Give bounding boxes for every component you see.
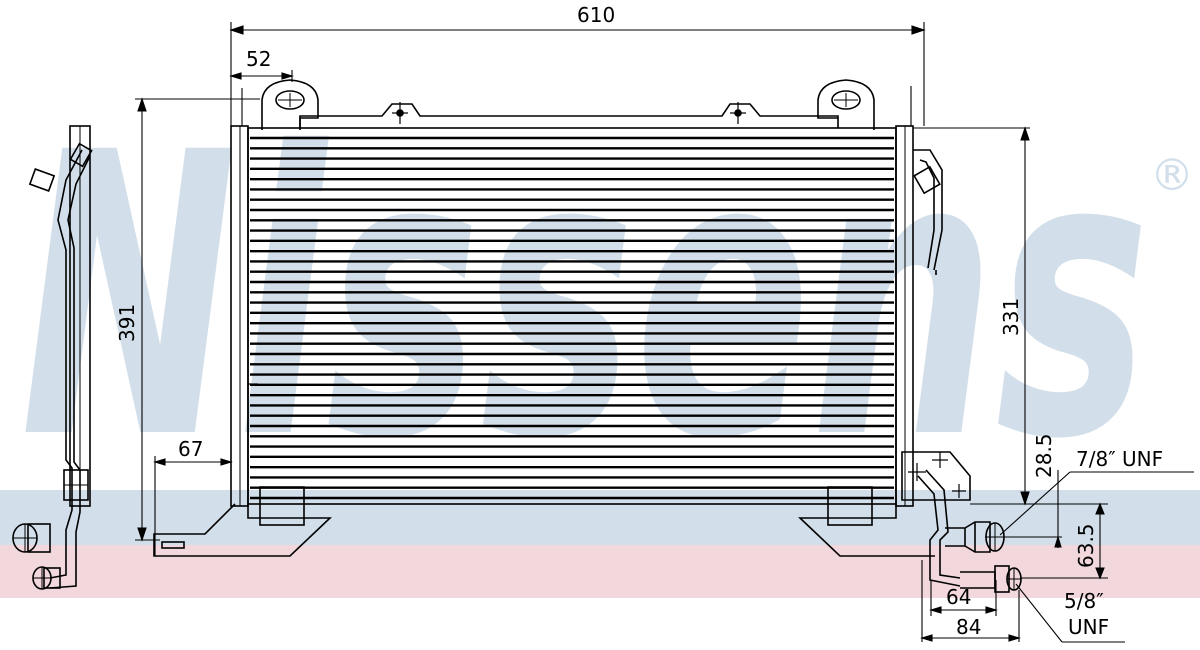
watermark-brand: Nissens — [20, 70, 1150, 524]
top-mounting-strip — [299, 102, 839, 128]
dim-fitting-height-upper: 28.5 — [1032, 433, 1056, 478]
dim-height-left: 391 — [115, 304, 139, 342]
right-fitting-block — [901, 451, 971, 501]
dim-overall-width: 610 — [577, 3, 615, 27]
core-tubes — [250, 136, 894, 500]
left-mounting-lug — [261, 79, 319, 130]
thread-label-large: 7/8″ UNF — [1076, 447, 1163, 471]
small-fitting-nut — [960, 565, 1022, 593]
dim-top-offset: 52 — [246, 47, 271, 71]
bottom-mounting-rail — [153, 486, 935, 557]
dim-fitting-spacing-lower: 84 — [956, 615, 981, 639]
dim-height-right: 331 — [999, 298, 1023, 336]
watermark-registered: ® — [1150, 150, 1194, 201]
dim-fitting-spacing-upper: 64 — [946, 585, 971, 609]
right-mounting-lug — [817, 79, 875, 130]
dimension-lines — [135, 22, 1194, 643]
thread-label-small-thread: UNF — [1068, 615, 1109, 639]
left-side-view — [12, 125, 93, 590]
band-pink — [0, 545, 1200, 598]
thread-label-small-size: 5/8″ — [1064, 589, 1104, 613]
dim-fitting-height-lower: 63.5 — [1074, 523, 1098, 568]
dim-pipe-offset-left: 67 — [178, 437, 203, 461]
right-side-pipe — [913, 149, 961, 587]
